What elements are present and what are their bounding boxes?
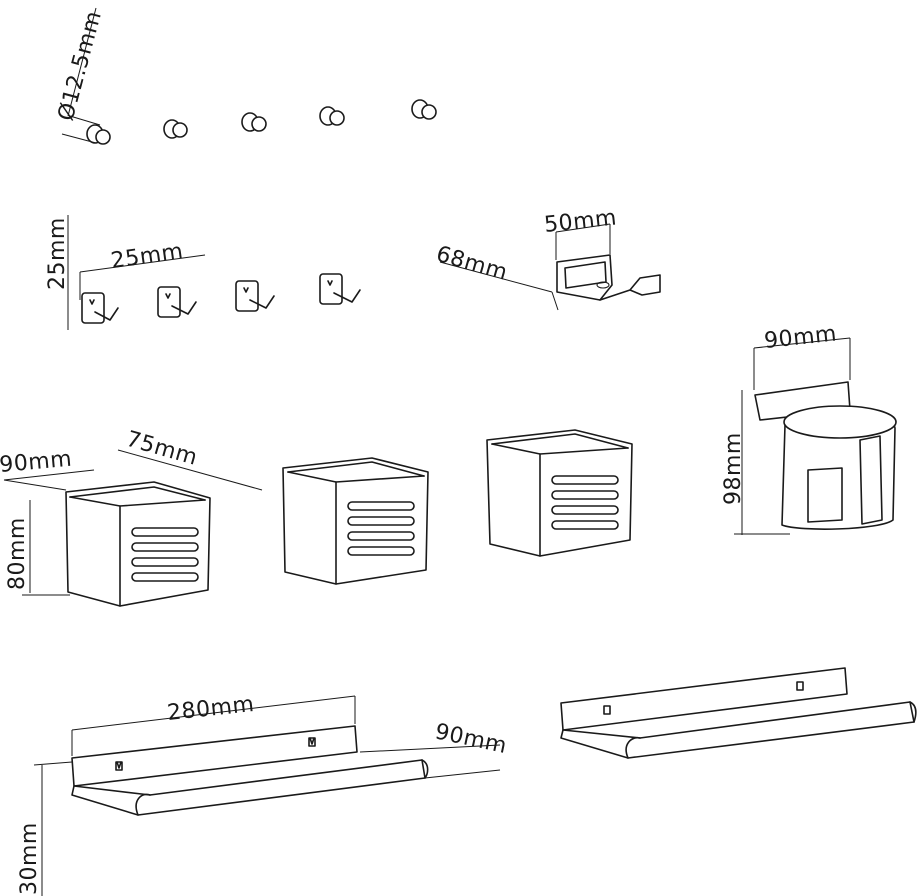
hook-width-label: 25mm bbox=[109, 239, 185, 274]
knob-row: Ø12.5mm bbox=[54, 7, 437, 145]
shelf-height-label: 30mm bbox=[17, 822, 42, 895]
hook-icon bbox=[319, 273, 361, 305]
holder-depth-label: 68mm bbox=[433, 242, 510, 286]
shelf-depth-label: 90mm bbox=[433, 719, 509, 759]
hook-icon bbox=[235, 280, 275, 312]
basket-icon bbox=[282, 457, 429, 585]
basket-height-label: 80mm bbox=[5, 517, 30, 590]
shelf-icon: 280mm 90mm 30mm bbox=[17, 692, 509, 896]
hook-icon bbox=[81, 292, 119, 324]
holder-width-label: 50mm bbox=[543, 205, 618, 237]
hook-icon bbox=[157, 286, 197, 318]
knob-icon bbox=[163, 119, 188, 139]
basket-depth-label: 75mm bbox=[123, 427, 200, 471]
dryer-width-label: 90mm bbox=[763, 321, 838, 353]
basket-icon: 90mm 75mm 80mm bbox=[0, 427, 263, 607]
knob-icon bbox=[86, 124, 111, 145]
knob-icon bbox=[241, 112, 267, 132]
basket-icon bbox=[486, 429, 633, 557]
dryer-height-label: 98mm bbox=[721, 432, 746, 505]
hook-height-label: 25mm bbox=[45, 217, 70, 290]
hook-row: 25mm 25mm bbox=[45, 215, 361, 330]
knob-diameter-label: Ø12.5mm bbox=[54, 8, 107, 123]
holder-bracket-icon: 50mm 68mm bbox=[433, 205, 661, 311]
shelf-length-label: 280mm bbox=[166, 692, 255, 726]
knob-icon bbox=[319, 106, 345, 126]
knob-icon bbox=[411, 99, 437, 120]
dryer-holder-icon: 90mm 98mm bbox=[721, 321, 897, 535]
shelf-icon bbox=[560, 667, 917, 759]
